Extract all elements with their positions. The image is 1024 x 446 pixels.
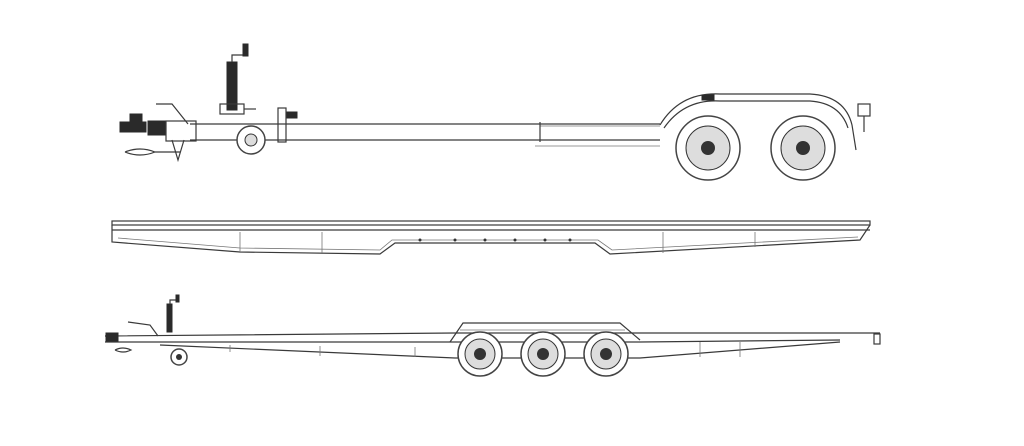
wheel-axle-2 [520, 331, 566, 377]
plan-view-frame [111, 220, 871, 255]
jockey-jack-small [166, 294, 180, 333]
side-view-triaxle-trailer [104, 294, 881, 377]
jockey-wheel [236, 125, 266, 155]
rear-light [857, 103, 871, 132]
frame-holes [418, 238, 572, 242]
wheel-axle-3 [583, 331, 629, 377]
wheel-rear [770, 115, 836, 181]
subframe [449, 322, 641, 343]
side-view-tandem-trailer [119, 43, 871, 181]
wheel-front [675, 115, 741, 181]
spare-clamp [277, 107, 298, 143]
coupling-head-small [105, 321, 159, 353]
jockey-jack [219, 43, 256, 115]
drawbar [190, 122, 660, 147]
wheel-axle-1 [457, 331, 503, 377]
jockey-wheel-small [170, 348, 188, 366]
coupling-head [119, 103, 197, 163]
rear-light-small [873, 333, 881, 345]
fender [659, 93, 857, 151]
